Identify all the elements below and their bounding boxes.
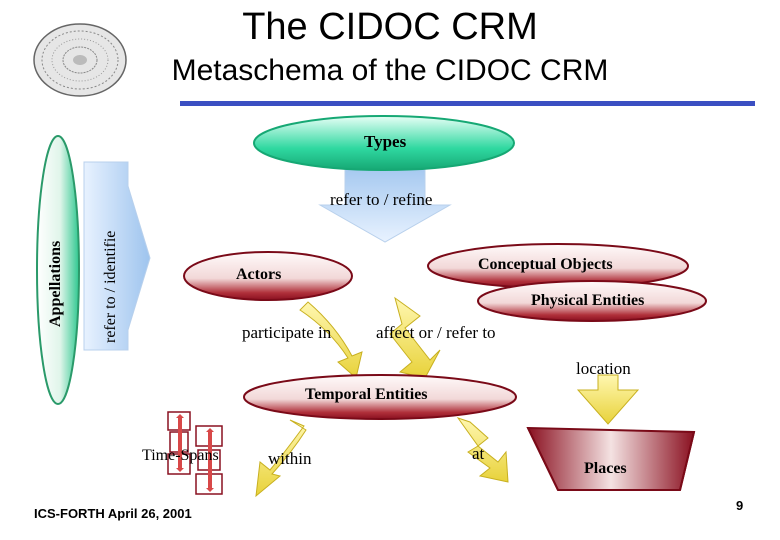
refer-to-identify-arrow [83,161,151,351]
time-spans-node [167,411,223,495]
main-title: The CIDOC CRM [242,6,538,48]
seal-logo-icon [33,23,127,97]
actors-node [183,251,353,301]
footer-text: ICS-FORTH April 26, 2001 [34,506,192,521]
at-label: at [472,444,485,463]
places-label: Places [584,460,627,477]
participate-in-arrow [299,301,363,379]
title-rule [180,101,755,106]
refer-to-refine-label: refer to / refine [330,190,433,209]
types-node [253,115,515,171]
conceptual-objects-label: Conceptual Objects [478,256,613,273]
participate-in-label: participate in [242,323,332,342]
page-number: 9 [736,498,744,513]
appellations-label: Appellations [47,240,64,327]
temporal-entities-label: Temporal Entities [305,386,428,403]
location-arrow [576,374,640,425]
appellations-node [36,135,80,405]
within-arrow [255,419,307,498]
physical-entities-label: Physical Entities [531,292,645,309]
temporal-entities-node [243,374,517,420]
location-label: location [576,359,631,378]
at-arrow [456,417,509,483]
actors-label: Actors [236,266,282,283]
subtitle: Metaschema of the CIDOC CRM [171,54,609,87]
places-node [526,426,696,491]
affect-or-refer-to-label: affect or / refer to [376,323,496,342]
types-label: Types [364,132,407,151]
refer-to-identify-label: refer to / identifie [102,230,119,343]
time-spans-label: Time-Spans [142,447,219,464]
within-label: within [268,449,312,468]
physical-entities-node [477,280,707,322]
